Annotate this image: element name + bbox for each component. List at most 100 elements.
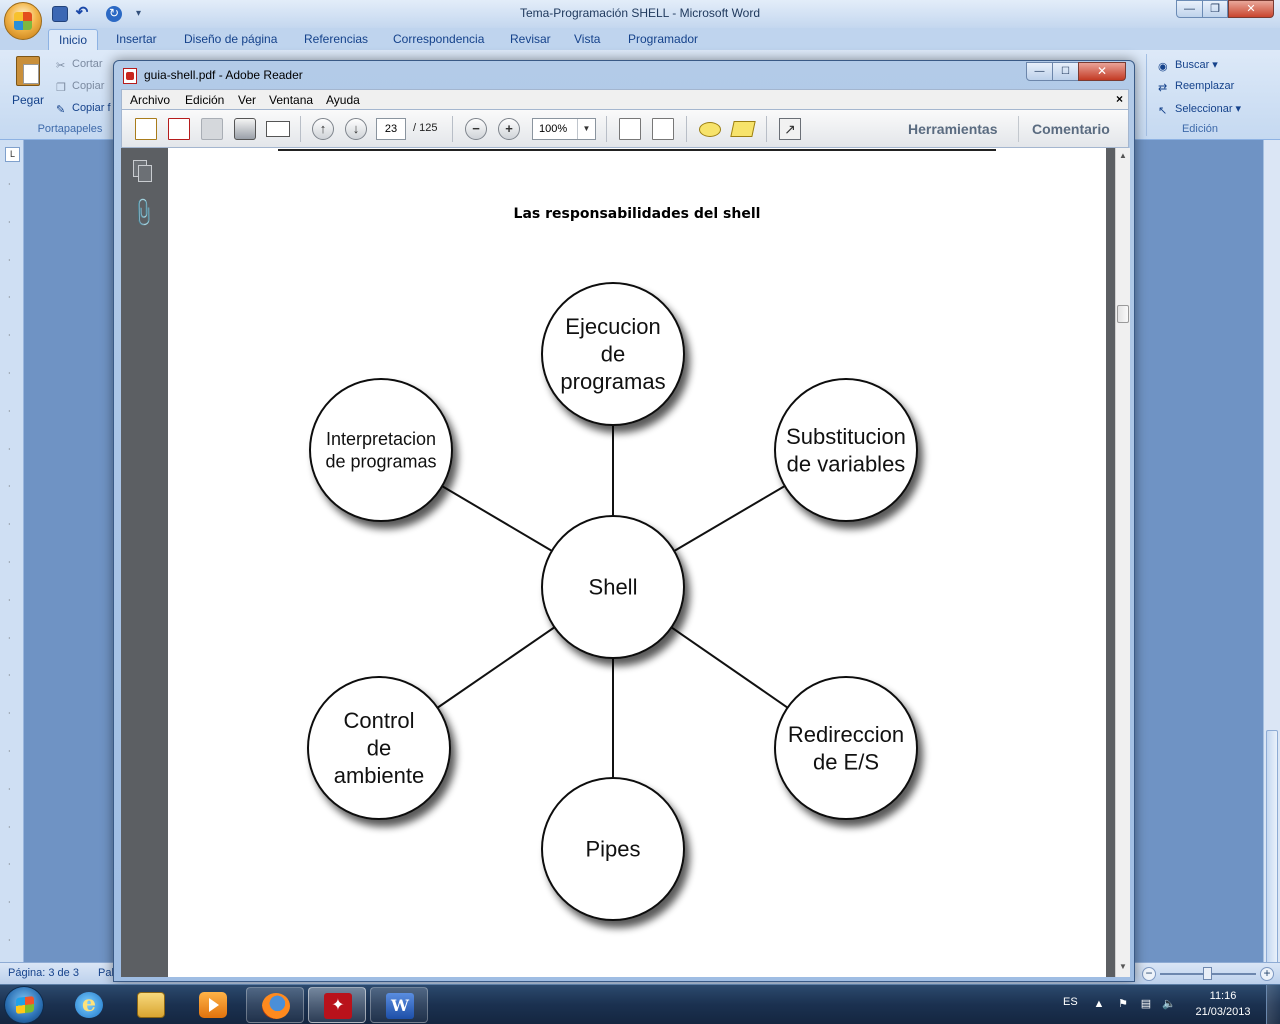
office-button[interactable] <box>4 2 42 40</box>
select-label: Seleccionar <box>1175 103 1233 115</box>
ruler-tick: · <box>8 331 11 341</box>
tab-vista[interactable]: Vista <box>574 32 601 46</box>
paste-button[interactable]: Pegar <box>8 56 48 122</box>
zoom-dropdown-icon[interactable]: ▼ <box>577 119 595 139</box>
redo-icon[interactable]: ↻ <box>106 6 122 22</box>
reader-vertical-scrollbar[interactable]: ▲ ▼ <box>1115 148 1130 977</box>
clock-date[interactable]: 21/03/2013 <box>1195 1006 1251 1018</box>
email-icon[interactable] <box>266 121 290 137</box>
document-view[interactable]: Las responsabilidades del shell Ejecucio… <box>165 148 1115 977</box>
tab-diseno-pagina[interactable]: Diseño de página <box>184 32 278 46</box>
start-button[interactable] <box>4 986 44 1024</box>
tab-correspondencia[interactable]: Correspondencia <box>393 32 485 46</box>
fit-width-icon[interactable] <box>652 118 674 140</box>
scroll-thumb[interactable] <box>1266 730 1278 1024</box>
page-thumbnails-icon[interactable] <box>133 160 152 182</box>
node-label: Ejecucion <box>565 314 660 339</box>
cut-button[interactable]: ✂Cortar <box>56 58 103 72</box>
taskbar: e W ES ▲ ⚑ ▤ 🔈 11:16 21/03/2013 <box>0 984 1280 1024</box>
word-vertical-scrollbar[interactable] <box>1263 140 1280 1024</box>
menu-ayuda[interactable]: Ayuda <box>326 93 360 107</box>
reader-scroll-thumb[interactable] <box>1117 305 1129 323</box>
clock-time[interactable]: 11:16 <box>1209 990 1237 1002</box>
tab-selector-icon[interactable]: L <box>5 147 20 162</box>
replace-button[interactable]: ⇄Reemplazar <box>1158 80 1234 94</box>
zoom-level-input[interactable]: 100% <box>532 118 596 140</box>
customize-qat-icon[interactable]: ▾ <box>136 8 142 19</box>
tab-insertar[interactable]: Insertar <box>116 32 157 46</box>
tab-revisar[interactable]: Revisar <box>510 32 551 46</box>
node-label: Substitucion <box>786 424 906 449</box>
format-painter-button[interactable]: ✎Copiar f <box>56 102 111 116</box>
zoom-slider-thumb[interactable] <box>1203 967 1212 980</box>
attachments-icon[interactable]: 📎 <box>126 196 160 230</box>
node-label: ambiente <box>334 763 425 788</box>
previous-page-icon[interactable]: ↑ <box>312 118 334 140</box>
tab-inicio[interactable]: Inicio <box>48 29 99 51</box>
copy-button[interactable]: ❐Copiar <box>56 80 105 94</box>
taskbar-internet-explorer[interactable]: e <box>60 987 118 1023</box>
word-minimize-button[interactable]: — <box>1176 0 1203 18</box>
tools-button[interactable]: Herramientas <box>908 121 998 137</box>
page-number-input[interactable]: 23 <box>376 118 406 140</box>
ruler-tick: · <box>8 633 11 643</box>
adobe-reader-icon <box>324 993 352 1019</box>
word-maximize-button[interactable]: ❐ <box>1202 0 1228 18</box>
language-indicator[interactable]: ES <box>1063 996 1078 1008</box>
reader-close-button[interactable]: ✕ <box>1078 62 1126 81</box>
sticky-note-icon[interactable] <box>699 122 721 137</box>
scroll-down-icon[interactable]: ▼ <box>1119 962 1127 971</box>
highlight-icon[interactable] <box>730 121 756 137</box>
tab-referencias[interactable]: Referencias <box>304 32 369 46</box>
save-icon[interactable] <box>52 6 68 22</box>
menu-ventana[interactable]: Ventana <box>269 93 314 107</box>
taskbar-adobe-reader[interactable] <box>308 987 366 1023</box>
ruler-tick: · <box>8 558 11 567</box>
scroll-up-icon[interactable]: ▲ <box>1119 151 1127 160</box>
create-pdf-icon[interactable] <box>168 118 190 140</box>
comment-button[interactable]: Comentario <box>1032 121 1110 137</box>
volume-icon[interactable]: 🔈 <box>1162 998 1176 1010</box>
find-label: Buscar <box>1175 59 1210 71</box>
status-word-count[interactable]: Pal <box>98 967 114 979</box>
internet-explorer-icon: e <box>75 992 103 1018</box>
print-icon[interactable] <box>234 118 256 140</box>
status-page-count[interactable]: Página: 3 de 3 <box>8 967 79 979</box>
ruler-tick: · <box>8 482 11 492</box>
word-close-button[interactable]: ✕ <box>1228 0 1274 18</box>
next-page-icon[interactable]: ↓ <box>345 118 367 140</box>
menu-archivo[interactable]: Archivo <box>130 93 171 107</box>
zoom-out-button[interactable]: − <box>1142 967 1156 981</box>
full-screen-icon[interactable]: ↗ <box>779 118 801 140</box>
reader-maximize-button[interactable]: ☐ <box>1052 62 1079 81</box>
copy-label: Copiar <box>72 80 105 92</box>
undo-icon[interactable]: ↶ <box>75 4 89 21</box>
show-desktop-button[interactable] <box>1266 985 1280 1024</box>
diagram-title: Las responsabilidades del shell <box>513 206 761 222</box>
paste-label: Pegar <box>11 93 45 107</box>
select-button[interactable]: ↖Seleccionar ▾ <box>1158 103 1242 117</box>
taskbar-firefox[interactable] <box>246 987 304 1023</box>
word-window-title: Tema-Programación SHELL - Microsoft Word <box>519 6 761 20</box>
reader-minimize-button[interactable]: — <box>1026 62 1053 81</box>
zoom-in-button[interactable]: + <box>1260 967 1274 981</box>
zoom-in-icon[interactable]: + <box>498 118 520 140</box>
menu-edicion[interactable]: Edición <box>185 93 225 107</box>
close-document-icon[interactable]: × <box>1116 92 1124 106</box>
taskbar-explorer[interactable] <box>122 987 180 1023</box>
page-header-rule <box>278 149 996 151</box>
action-center-flag-icon[interactable]: ⚑ <box>1118 998 1128 1010</box>
zoom-out-icon[interactable]: − <box>465 118 487 140</box>
open-file-icon[interactable] <box>135 118 157 140</box>
show-hidden-icons-icon[interactable]: ▲ <box>1093 998 1105 1010</box>
menu-ver[interactable]: Ver <box>238 93 257 107</box>
taskbar-media-player[interactable] <box>184 987 242 1023</box>
save-disk-icon[interactable] <box>201 118 223 140</box>
taskbar-word[interactable]: W <box>370 987 428 1023</box>
ruler-tick: · <box>8 747 11 756</box>
find-button[interactable]: ◉Buscar ▾ <box>1158 59 1218 73</box>
fit-page-icon[interactable] <box>619 118 641 140</box>
network-icon[interactable]: ▤ <box>1140 998 1152 1010</box>
tab-programador[interactable]: Programador <box>628 32 699 46</box>
